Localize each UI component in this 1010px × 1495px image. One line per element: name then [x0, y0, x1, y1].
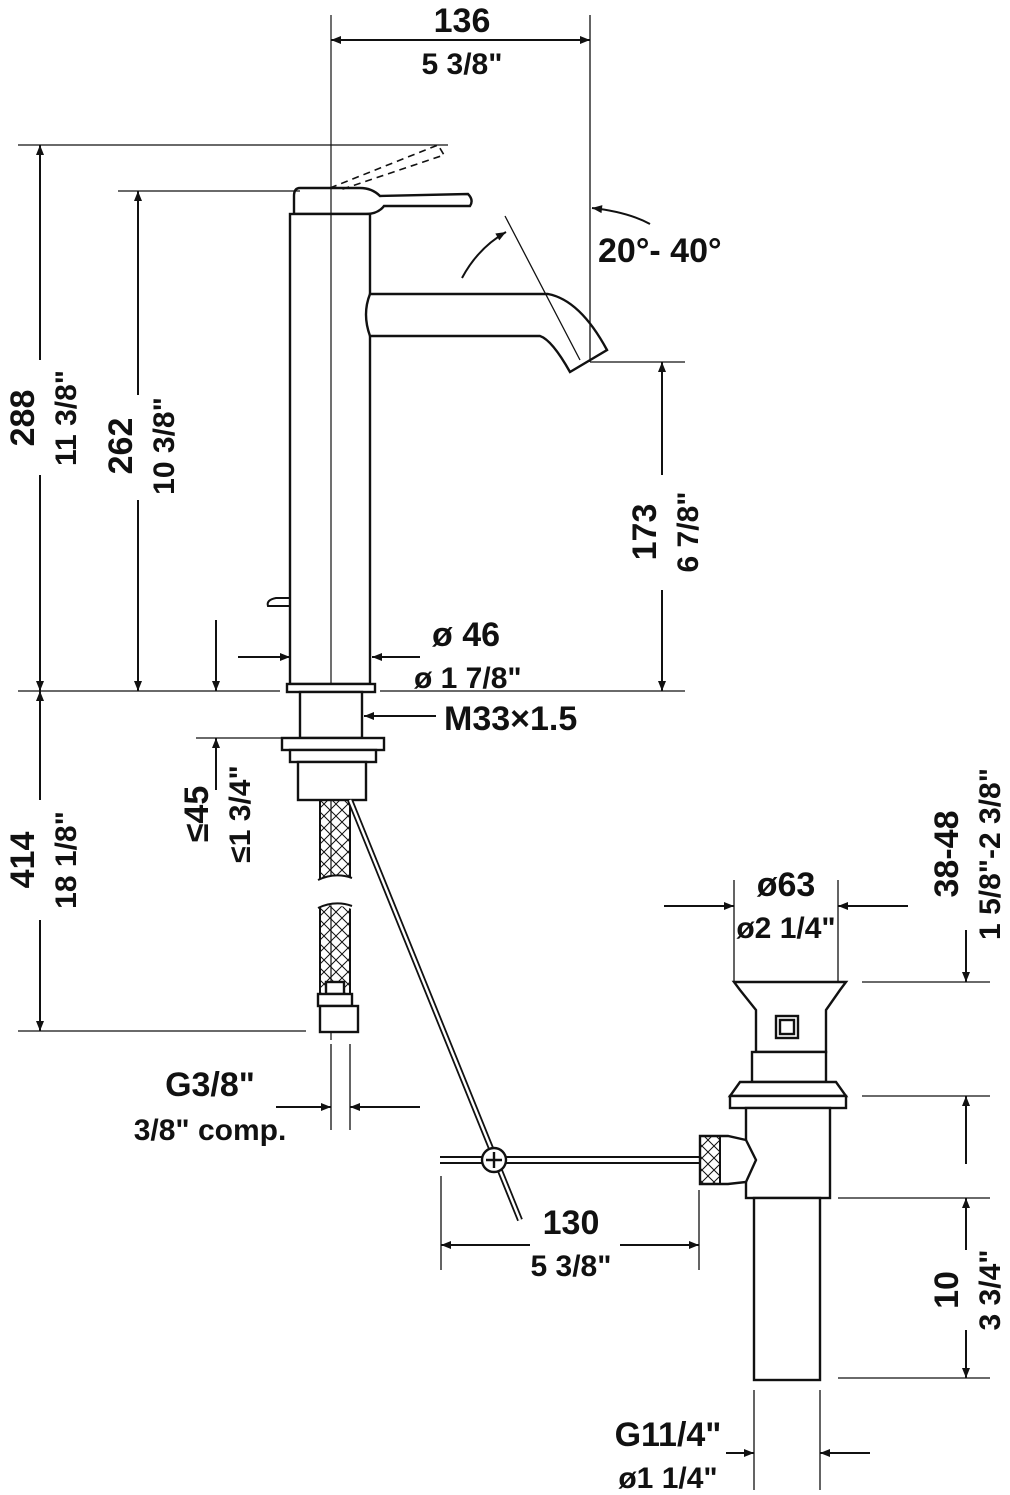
body-height-in: 10 3/8": [148, 397, 181, 495]
waste-diameter-mm: ø63: [757, 866, 816, 904]
connection-thread: G3/8": [165, 1066, 255, 1104]
spout-reach-in: 5 3/8": [422, 48, 503, 81]
spout-angle: 20°- 40°: [598, 232, 722, 270]
body-diameter-in: ø 1 7/8": [414, 662, 522, 695]
pull-rod-in: 5 3/8": [531, 1250, 612, 1283]
body-height-mm: 262: [102, 418, 140, 475]
total-height-mm: 288: [4, 390, 42, 447]
hose-length-mm: 414: [4, 832, 42, 889]
pull-rod: [347, 798, 700, 1222]
flex-hose: [316, 799, 360, 1034]
deck-thickness-in: ≤1 3/4": [224, 765, 257, 862]
total-height-in: 11 3/8": [50, 370, 83, 466]
popup-waste: [698, 980, 849, 1382]
tailpiece-length-in: 3 3/4": [974, 1250, 1007, 1331]
spout-reach-mm: 136: [434, 2, 491, 40]
dimension-labels: 136 5 3/8" 20°- 40° 288 11 3/8" 262 10 3…: [4, 2, 1007, 1495]
tailpiece-length-mm: 10: [928, 1271, 966, 1309]
thread-size: M33×1.5: [444, 700, 577, 738]
spout-height-mm: 173: [626, 504, 664, 561]
tailpiece-thread: G11/4": [615, 1416, 722, 1454]
waste-diameter-in: ø2 1/4": [736, 912, 835, 945]
deck-thickness-mm: ≤45: [178, 786, 216, 842]
connection-comp: 3/8" comp.: [134, 1114, 287, 1147]
hose-length-in: 18 1/8": [50, 811, 83, 909]
body-diameter-mm: ø 46: [432, 616, 500, 654]
waste-range-mm: 38-48: [928, 811, 966, 898]
dimension-lines: [18, 15, 990, 1490]
spout-height-in: 6 7/8": [672, 492, 705, 573]
waste-range-in: 1 5/8"-2 3/8": [974, 768, 1007, 940]
tailpiece-diameter: ø1 1/4": [618, 1462, 717, 1495]
faucet-body: [266, 15, 609, 1040]
pull-rod-mm: 130: [543, 1204, 600, 1242]
